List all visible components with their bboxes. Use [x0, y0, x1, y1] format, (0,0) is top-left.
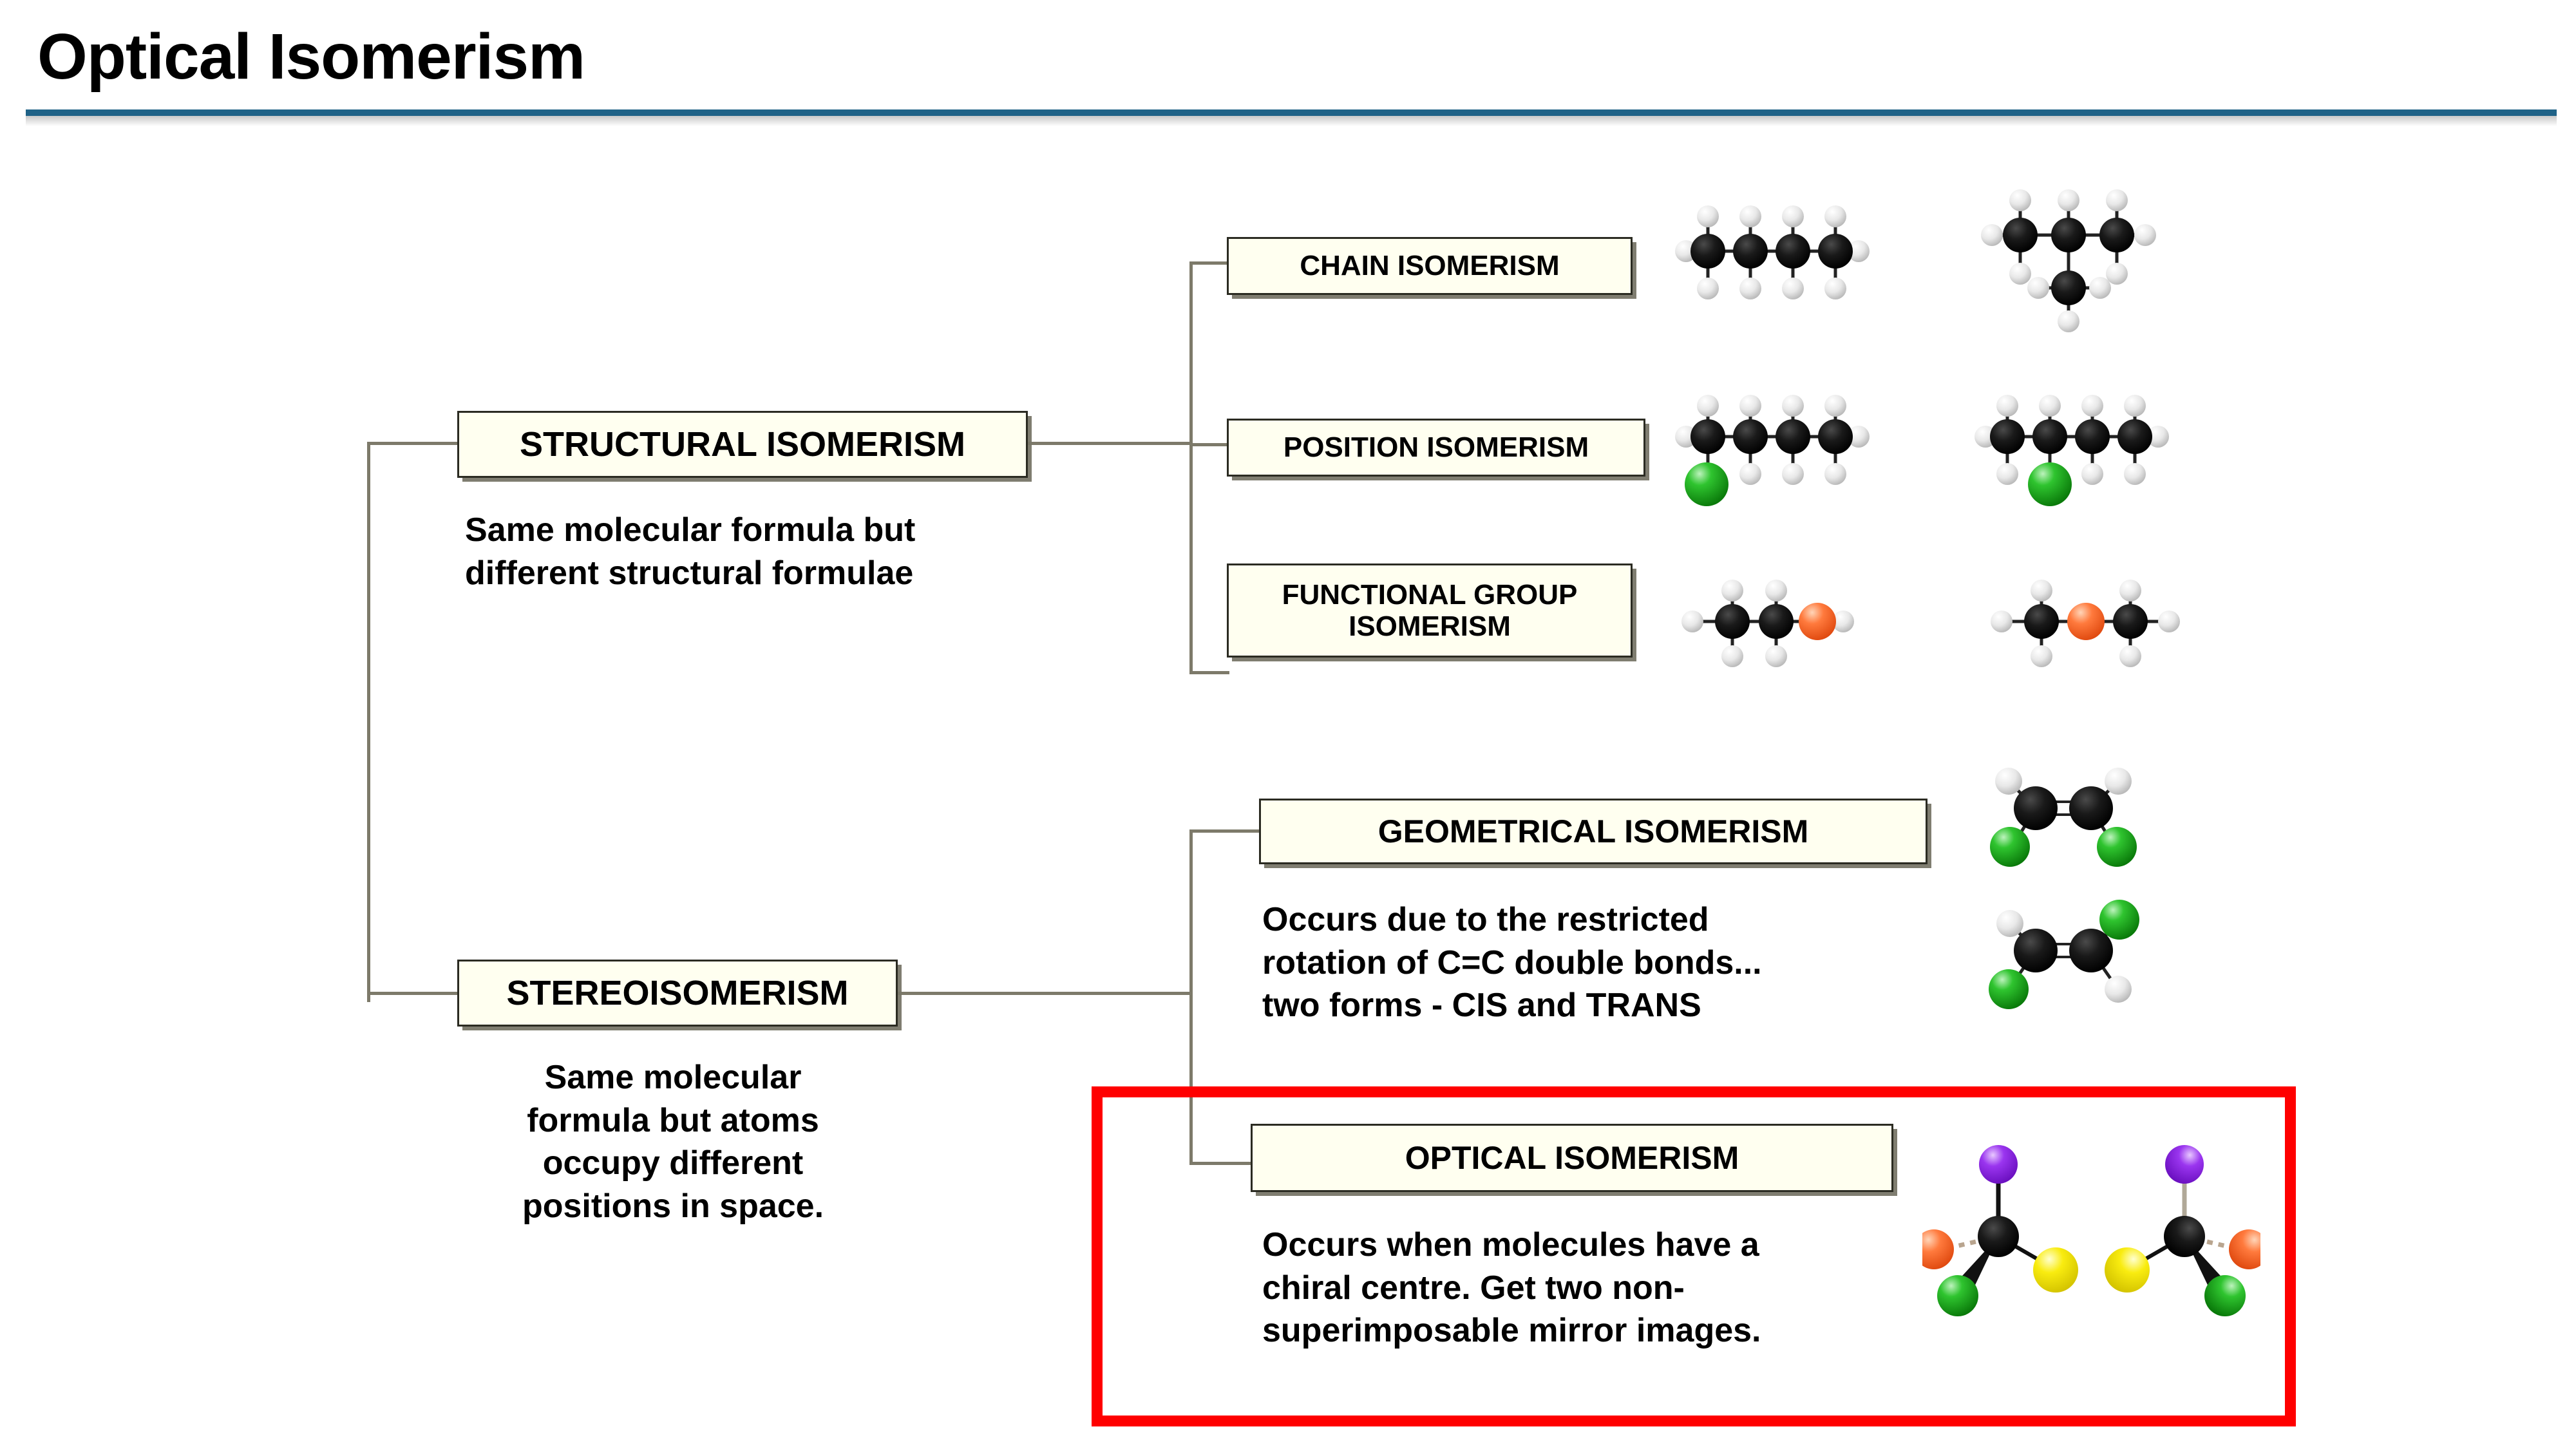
node-optical-isomerism[interactable]: OPTICAL ISOMERISM	[1251, 1124, 1893, 1192]
connector-stereo-out	[898, 992, 1191, 995]
caption-optical-isomerism: Occurs when molecules have a chiral cent…	[1262, 1226, 1761, 1350]
molecule-2-methylpropane	[1981, 189, 2156, 332]
molecule-butane	[1675, 205, 1870, 299]
molecule-cis-dichloroethene	[1990, 768, 2137, 867]
node-functional-group-isomerism[interactable]: FUNCTIONAL GROUP ISOMERISM	[1227, 564, 1633, 658]
molecule-trans-dichloroethene	[1989, 900, 2139, 1009]
connector-stereo-spine	[1189, 829, 1193, 1164]
caption-geometrical-isomerism: Occurs due to the restricted rotation of…	[1262, 901, 1762, 1025]
node-stereoisomerism[interactable]: STEREOISOMERISM	[457, 960, 898, 1027]
node-position-isomerism[interactable]: POSITION ISOMERISM	[1227, 419, 1645, 477]
molecule-ethanol	[1681, 580, 1854, 667]
page-title: Optical Isomerism	[37, 21, 585, 93]
node-geometrical-isomerism[interactable]: GEOMETRICAL ISOMERISM	[1259, 799, 1927, 864]
title-divider-rule	[26, 109, 2557, 116]
molecule-1-chlorobutane	[1675, 395, 1870, 506]
connector-root-to-stereo	[367, 992, 460, 995]
molecule-enantiomer-left	[1922, 1145, 2078, 1316]
connector-structural-out	[1028, 442, 1191, 445]
connector-structural-spine	[1189, 261, 1193, 674]
title-divider-shadow	[26, 116, 2557, 126]
connector-root-spine	[367, 442, 370, 1002]
molecule-enantiomer-right	[2105, 1145, 2260, 1316]
connector-root-to-structural	[367, 442, 460, 445]
connector-to-position	[1189, 443, 1229, 446]
caption-stereoisomerism: Same molecular formula but atoms occupy …	[522, 1059, 824, 1225]
connector-to-chain	[1189, 261, 1229, 265]
connector-to-optical	[1189, 1162, 1253, 1165]
connector-to-functional	[1189, 671, 1229, 674]
node-chain-isomerism[interactable]: CHAIN ISOMERISM	[1227, 237, 1633, 295]
molecule-methoxymethane	[1991, 580, 2180, 667]
molecule-2-chlorobutane	[1975, 395, 2169, 506]
node-structural-isomerism[interactable]: STRUCTURAL ISOMERISM	[457, 411, 1028, 478]
connector-to-geometrical	[1189, 829, 1262, 833]
caption-structural-isomerism: Same molecular formula but different str…	[465, 511, 916, 592]
